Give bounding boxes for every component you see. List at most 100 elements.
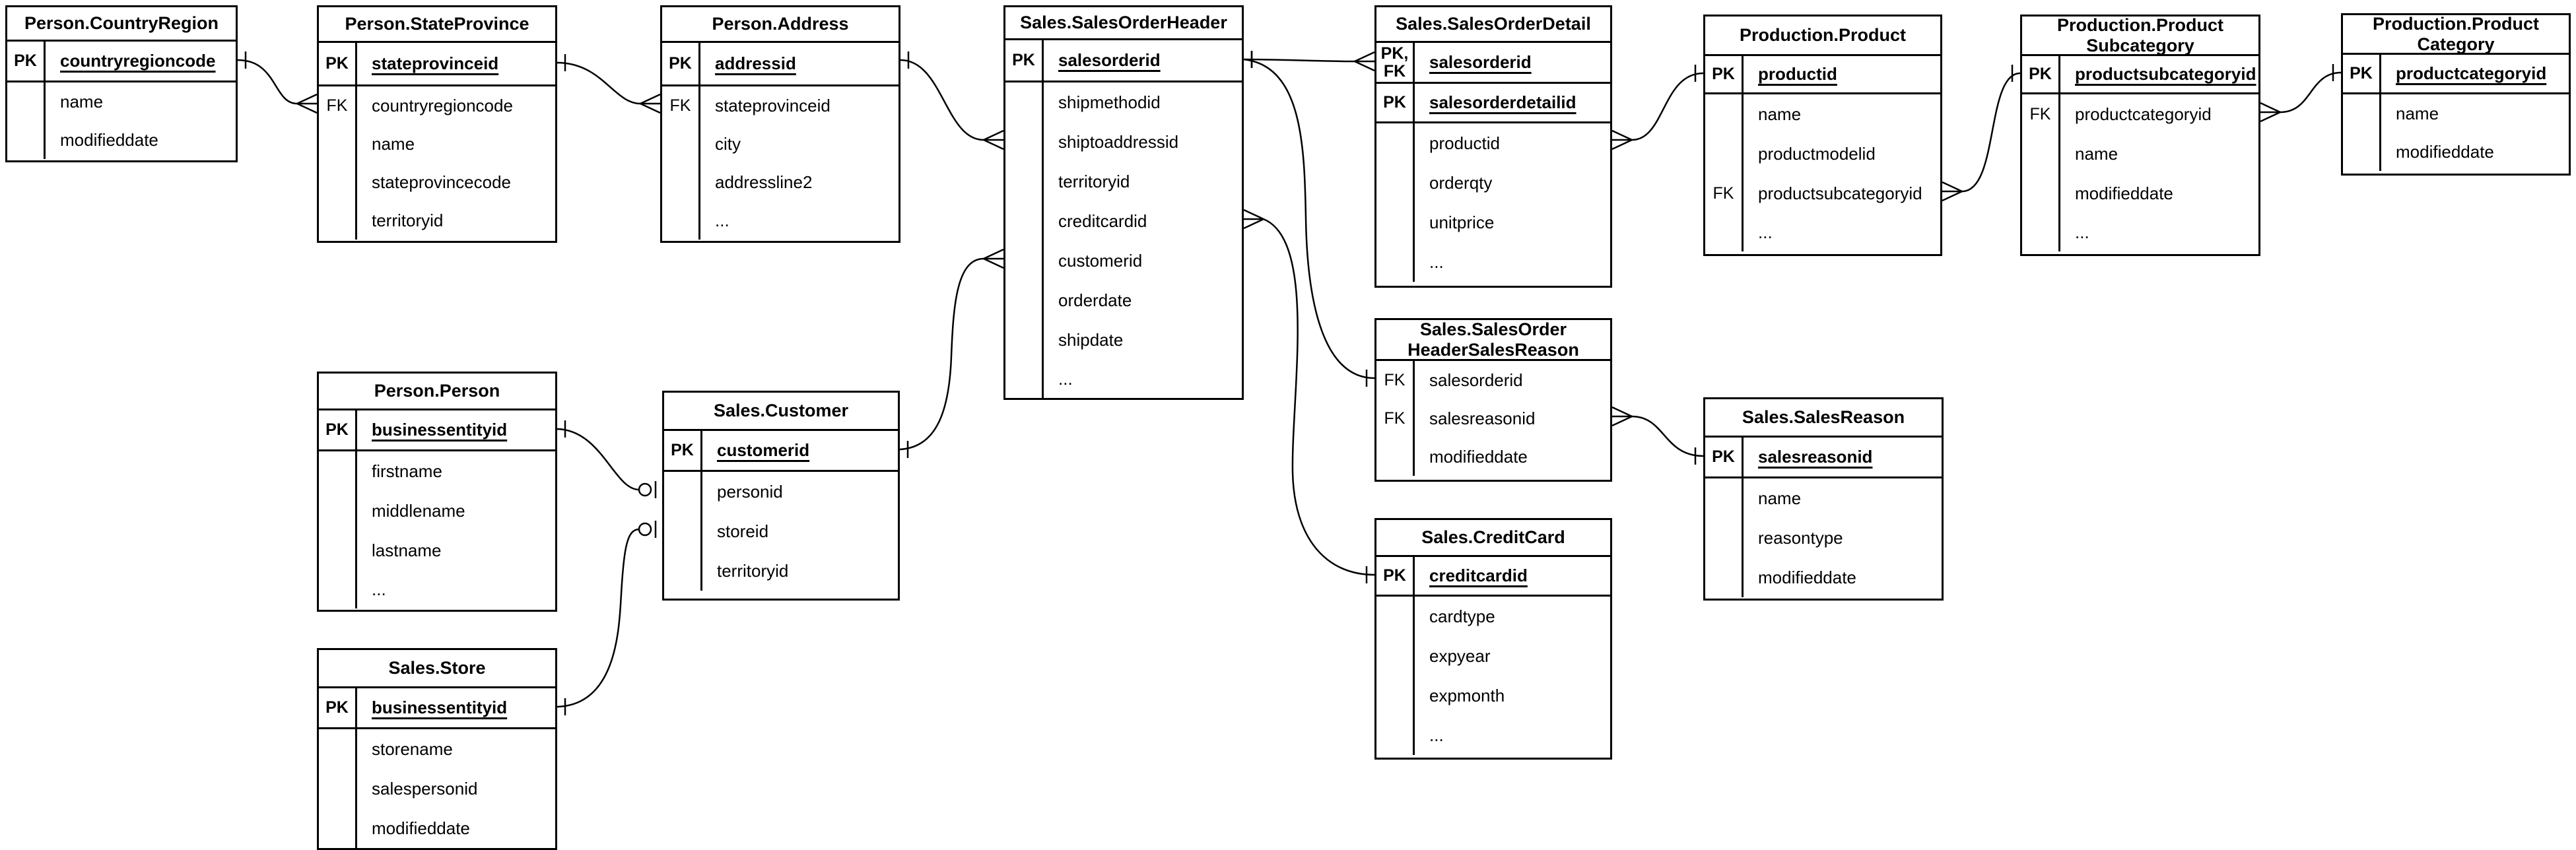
table-title: Sales.SalesOrderHeader <box>1005 7 1242 40</box>
column-name: productcategoryid <box>2075 104 2212 124</box>
column-name: salesorderid <box>1058 50 1161 70</box>
column-name: ... <box>1758 222 1773 242</box>
key-badge <box>1376 438 1415 476</box>
table-row: customerid <box>1005 241 1242 280</box>
column-name: lastname <box>372 540 442 560</box>
relationship-countryregion-stateprovince[interactable] <box>237 59 298 105</box>
table-row: ... <box>319 570 555 608</box>
table-row: cardtype <box>1376 597 1610 636</box>
column-name: productid <box>1758 64 1837 84</box>
key-badge <box>7 82 46 121</box>
table-row: modifieddate <box>1376 438 1610 476</box>
relationship-salesorderdetail-product[interactable] <box>1631 72 1704 141</box>
table-row: ... <box>1376 242 1610 282</box>
key-badge <box>1705 213 1744 251</box>
relationship-productsubcategory-productcategory[interactable] <box>2280 71 2342 114</box>
column-name: addressid <box>715 53 796 73</box>
column-name: modifieddate <box>1429 446 1528 467</box>
table-row: territoryid <box>664 551 898 591</box>
column-name: storeid <box>717 521 769 541</box>
key-badge <box>319 125 357 163</box>
cardinality-many-marker <box>983 257 1004 269</box>
relationship-person-customer[interactable] <box>557 428 640 491</box>
column-name: modifieddate <box>60 129 158 150</box>
table-title: Sales.Store <box>319 650 555 688</box>
key-badge <box>7 121 46 159</box>
column-name: shipmethodid <box>1058 92 1161 112</box>
key-badge: PK <box>2343 55 2381 92</box>
relationship-customer-salesorderheader[interactable] <box>899 257 984 451</box>
column-name: ... <box>372 579 386 599</box>
column-name: cardtype <box>1429 606 1495 626</box>
column-name: middlename <box>372 500 465 521</box>
key-badge: PK <box>1705 56 1744 92</box>
table-title: Sales.SalesOrder HeaderSalesReason <box>1376 319 1610 361</box>
key-badge <box>319 808 357 848</box>
relationship-store-customer[interactable] <box>557 528 640 708</box>
relationship-salesorderheader-creditcard[interactable] <box>1263 218 1375 576</box>
cardinality-many-marker <box>296 102 318 114</box>
key-badge <box>1005 82 1044 122</box>
cardinality-many-marker <box>1611 139 1633 150</box>
relationship-salesorderheader-headersalesreason[interactable] <box>1243 58 1375 379</box>
cardinality-many-marker <box>1942 190 1963 202</box>
relationship-salesorderheader-salesorderdetail[interactable] <box>1243 58 1355 63</box>
key-badge <box>1376 676 1415 715</box>
relationship-product-productsubcategory[interactable] <box>1961 72 2021 193</box>
relationship-address-salesorderheader[interactable] <box>900 59 984 141</box>
table-row: personid <box>664 472 898 511</box>
relationship-headersalesreason-salesreason[interactable] <box>1631 415 1704 457</box>
table-row: orderqty <box>1376 163 1610 203</box>
column-name: ... <box>1429 725 1444 745</box>
table-row: firstname <box>319 451 555 491</box>
column-name: countryregioncode <box>60 51 216 71</box>
key-badge: PK <box>1376 557 1415 595</box>
column-name: shipdate <box>1058 329 1124 350</box>
table-title: Person.Person <box>319 374 555 410</box>
table-title: Production.Product Category <box>2343 14 2569 55</box>
relationship-stateprovince-address[interactable] <box>557 61 641 105</box>
column-name: ... <box>1058 368 1073 389</box>
cardinality-many-marker <box>1611 129 1633 141</box>
column-name: salesreasonid <box>1758 447 1873 467</box>
key-badge: PK <box>1005 40 1044 81</box>
column-name: salesreasonid <box>1429 408 1536 428</box>
key-badge <box>2022 213 2060 251</box>
key-badge <box>319 201 357 240</box>
key-badge <box>2022 174 2060 213</box>
column-name: productsubcategoryid <box>1758 183 1922 203</box>
key-badge: PK <box>1705 438 1744 476</box>
key-badge <box>1705 134 1744 174</box>
table-row: expyear <box>1376 636 1610 676</box>
key-badge: PK <box>319 410 357 449</box>
column-name: modifieddate <box>2396 141 2494 162</box>
table-title: Sales.SalesReason <box>1705 399 1942 438</box>
column-name: addressline2 <box>715 172 813 192</box>
key-badge <box>1005 122 1044 162</box>
table-row: orderdate <box>1005 280 1242 320</box>
table-row: modifieddate <box>1705 558 1942 597</box>
table-title: Person.CountryRegion <box>7 7 236 42</box>
cardinality-many-marker <box>1942 181 1963 193</box>
